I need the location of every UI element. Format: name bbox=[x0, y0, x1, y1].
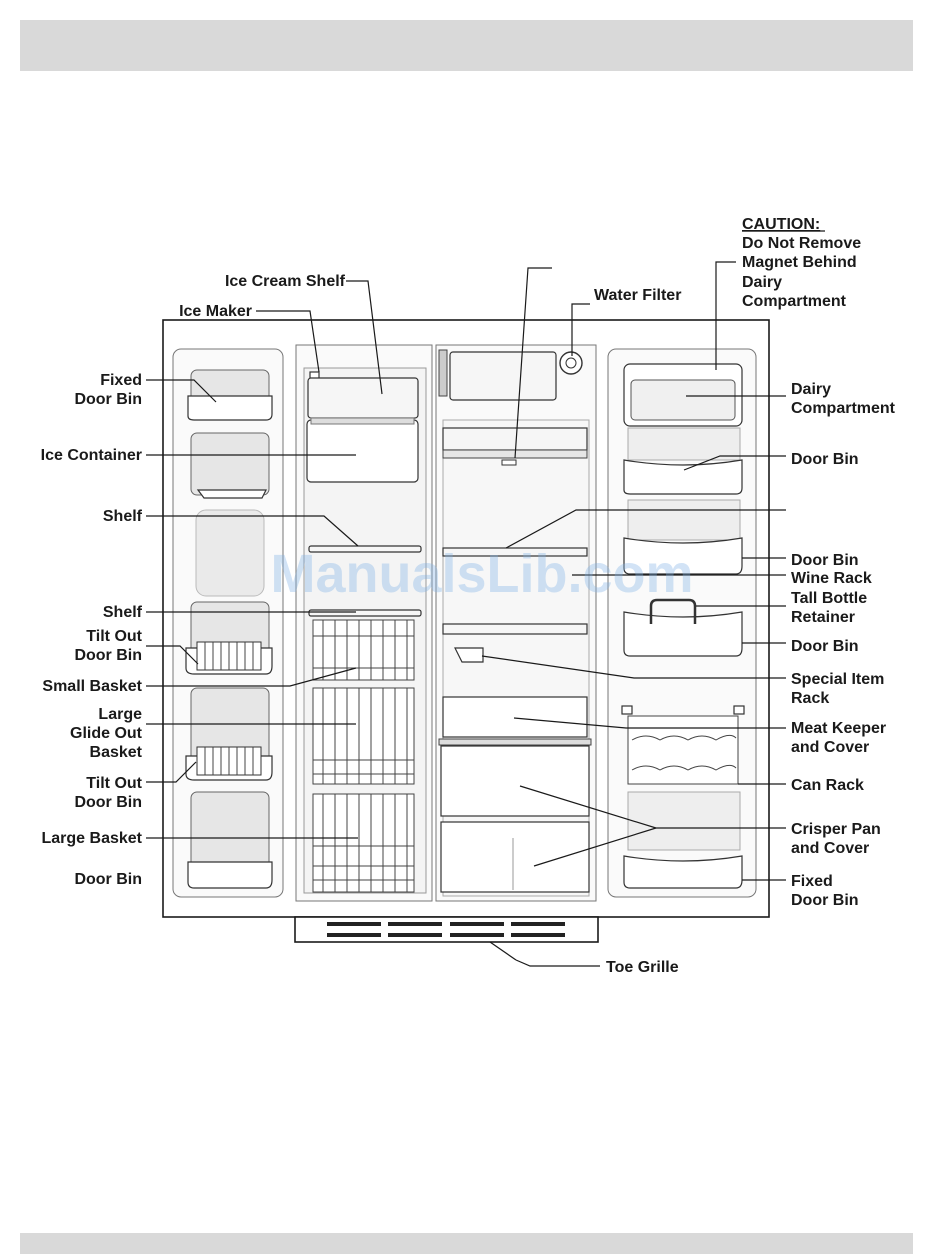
label-tilt-out-1a: Tilt Out bbox=[86, 628, 142, 645]
label-ice-cream-shelf: Ice Cream Shelf bbox=[225, 273, 346, 290]
header-bar bbox=[20, 20, 913, 71]
freezer-door-bins bbox=[185, 369, 273, 889]
label-door-bin-right-2: Door Bin bbox=[791, 552, 859, 569]
watermark: ManualsLib.com bbox=[270, 544, 693, 604]
label-fixed-door-bin-left-2: Door Bin bbox=[74, 391, 142, 408]
label-large-glide-3: Basket bbox=[90, 744, 143, 761]
label-ice-maker: Ice Maker bbox=[179, 303, 252, 320]
freezer-interior bbox=[306, 371, 422, 893]
leader-lines bbox=[146, 261, 786, 967]
right-labels: Water Filter CAUTION: Do Not Remove Magn… bbox=[594, 216, 896, 909]
label-wine-rack: Wine Rack bbox=[791, 570, 872, 587]
label-can-rack: Can Rack bbox=[791, 777, 864, 794]
label-caution-line1: Do Not Remove bbox=[742, 235, 861, 252]
toe-grille-shape bbox=[294, 916, 599, 943]
label-door-bin-right-3: Door Bin bbox=[791, 638, 859, 655]
label-caution-title: CAUTION: bbox=[742, 216, 820, 233]
label-special-item-1: Special Item bbox=[791, 671, 884, 688]
label-dairy-2: Compartment bbox=[791, 400, 896, 417]
label-tall-bottle-2: Retainer bbox=[791, 609, 855, 626]
label-fixed-door-bin-left-1: Fixed bbox=[100, 372, 142, 389]
label-large-glide-2: Glide Out bbox=[70, 725, 143, 742]
label-caution-line2: Magnet Behind bbox=[742, 254, 857, 271]
label-caution-line4: Compartment bbox=[742, 293, 847, 310]
label-door-bin-right-1: Door Bin bbox=[791, 451, 859, 468]
left-labels: Ice Cream Shelf Ice Maker Fixed Door Bin… bbox=[41, 273, 346, 888]
label-crisper-1: Crisper Pan bbox=[791, 821, 881, 838]
label-large-basket: Large Basket bbox=[42, 830, 143, 847]
label-fixed-door-bin-right-1: Fixed bbox=[791, 873, 833, 890]
label-water-filter: Water Filter bbox=[594, 287, 681, 304]
label-special-item-2: Rack bbox=[791, 690, 829, 707]
label-small-basket: Small Basket bbox=[42, 678, 142, 695]
label-door-bin-left: Door Bin bbox=[74, 871, 142, 888]
label-toe-grille: Toe Grille bbox=[606, 959, 679, 976]
label-large-glide-1: Large bbox=[98, 706, 142, 723]
label-tilt-out-2a: Tilt Out bbox=[86, 775, 142, 792]
footer-bar bbox=[20, 1233, 913, 1254]
label-tilt-out-1b: Door Bin bbox=[74, 647, 142, 664]
label-meat-keeper-1: Meat Keeper bbox=[791, 720, 886, 737]
label-shelf-2: Shelf bbox=[103, 604, 143, 621]
label-crisper-2: and Cover bbox=[791, 840, 869, 857]
label-shelf-1: Shelf bbox=[103, 508, 143, 525]
fresh-food-interior bbox=[438, 349, 592, 893]
fresh-food-door-bins bbox=[621, 363, 745, 889]
label-dairy-1: Dairy bbox=[791, 381, 831, 398]
label-tilt-out-2b: Door Bin bbox=[74, 794, 142, 811]
label-tall-bottle-1: Tall Bottle bbox=[791, 590, 867, 607]
label-fixed-door-bin-right-2: Door Bin bbox=[791, 892, 859, 909]
label-ice-container: Ice Container bbox=[41, 447, 142, 464]
label-caution-line3: Dairy bbox=[742, 274, 782, 291]
label-meat-keeper-2: and Cover bbox=[791, 739, 869, 756]
water-filter-cap bbox=[559, 351, 583, 375]
